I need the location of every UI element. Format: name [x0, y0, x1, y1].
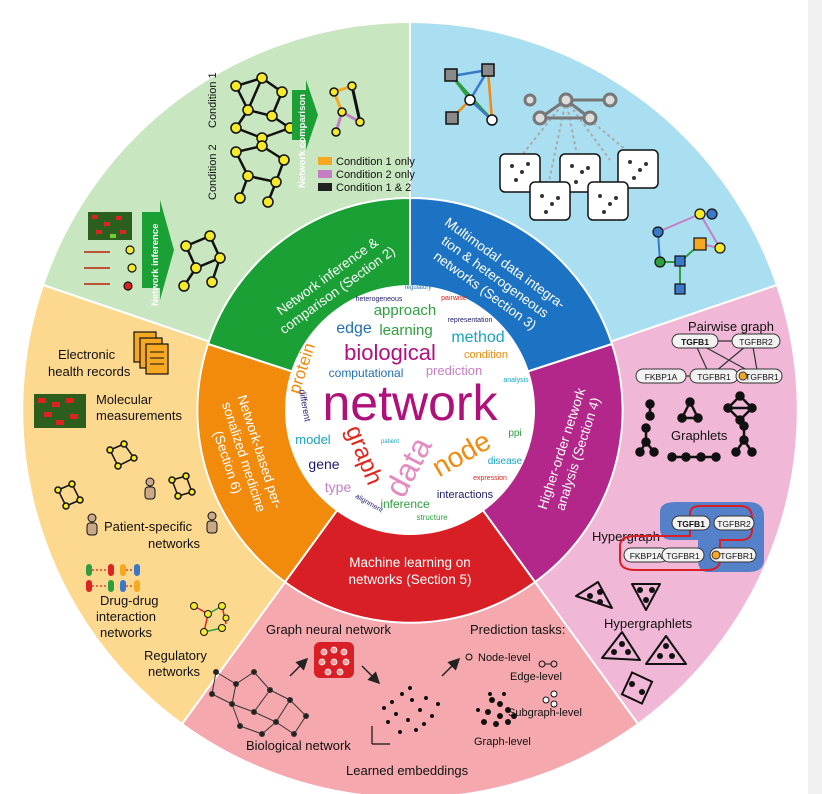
word-learning: learning	[379, 322, 432, 339]
label-pairwise-graph: Pairwise graph	[688, 319, 774, 334]
embedding-scatter	[382, 686, 440, 734]
legend-condition-both: Condition 1 & 2	[336, 182, 411, 194]
comparison-legend: Condition 1 only Condition 2 only Condit…	[318, 156, 415, 194]
label-hypergraphlets: Hypergraphlets	[604, 616, 693, 631]
label-molecular-line2: measurements	[96, 408, 182, 423]
medicine-panel: Electronic health records Molecular meas…	[34, 331, 230, 679]
dna-icons	[84, 251, 110, 285]
center-circle	[285, 285, 535, 535]
word-regulatory: regulatory	[405, 285, 432, 291]
label-ehr-line2: health records	[48, 364, 131, 379]
word-disease: disease	[488, 456, 523, 467]
legend-condition2-only: Condition 2 only	[336, 169, 415, 181]
comparison-arrow	[292, 80, 318, 150]
word-ppi: ppi	[508, 428, 521, 439]
label-graph-level: Graph-level	[474, 736, 531, 748]
word-gene: gene	[308, 456, 339, 472]
label-gnn: Graph neural network	[266, 622, 392, 637]
word-pairwise: pairwise	[441, 295, 467, 302]
module-boxes	[499, 149, 659, 221]
label-prediction-tasks: Prediction tasks:	[470, 622, 565, 637]
title-ml-line1: Machine learning on	[349, 555, 471, 570]
word-analysis: analysis	[503, 377, 529, 384]
label-graphlets: Graphlets	[671, 428, 728, 443]
label-ehr-line1: Electronic	[58, 347, 116, 362]
hyper-gene-tgfbr1-phospho: TGFBR1	[720, 551, 754, 561]
label-regulatory-line2: networks	[148, 664, 201, 679]
inference-arrow	[142, 200, 174, 300]
gene-tgfbr1-phospho: TGFBR1	[745, 372, 779, 382]
multimodal-panel	[444, 63, 726, 295]
label-ddi-line1: Drug-drug	[100, 593, 159, 608]
hyper-gene-tgfbr1: TGFBR1	[666, 551, 700, 561]
label-condition2: Condition 2	[207, 144, 219, 200]
word-network: network	[322, 375, 498, 431]
drug-icons	[86, 564, 140, 592]
right-scroll-strip	[808, 0, 822, 794]
graph-level-blob	[476, 692, 517, 727]
biological-network	[209, 669, 309, 737]
label-molecular-line1: Molecular	[96, 392, 153, 407]
condition2-nodes	[230, 140, 290, 208]
label-ddi-line3: networks	[100, 625, 153, 640]
title-ml-line2: networks (Section 5)	[348, 572, 471, 587]
word-representation: representation	[448, 317, 493, 324]
label-regulatory-line1: Regulatory	[144, 648, 207, 663]
label-subgraph-level: Subgraph-level	[508, 707, 582, 719]
word-inference: inference	[380, 497, 430, 511]
gene-fkbp1a: FKBP1A	[645, 372, 678, 382]
word-structure: structure	[416, 513, 448, 522]
word-condition: condition	[464, 349, 508, 361]
label-network-comparison: Network comparison	[297, 94, 308, 188]
patient-networks	[54, 440, 196, 510]
small-networks-icon	[123, 245, 137, 291]
label-condition1: Condition 1	[207, 72, 219, 128]
label-node-level: Node-level	[478, 652, 531, 664]
label-patient-line2: networks	[148, 536, 201, 551]
label-biological-network: Biological network	[246, 738, 351, 753]
word-heterogeneous: heterogeneous	[356, 296, 403, 303]
word-expression: expression	[473, 475, 507, 482]
legend-condition1-only: Condition 1 only	[336, 156, 415, 168]
molecular-heatmap-icon	[34, 394, 86, 428]
ml-panel: Graph neural network Prediction tasks: N…	[209, 622, 582, 778]
label-network-inference: Network inference	[150, 224, 161, 306]
inference-panel: Condition 1 Condition 2 Network comparis…	[84, 72, 415, 306]
gene-tgfb1: TGFB1	[681, 337, 709, 347]
label-edge-level: Edge-level	[510, 671, 562, 683]
label-ddi-line2: interaction	[96, 609, 156, 624]
inferred-network	[178, 230, 226, 292]
word-type: type	[325, 479, 352, 495]
inner-ring	[196, 196, 624, 624]
word-model: model	[295, 432, 331, 447]
graphlets	[635, 391, 757, 462]
hypergraphlets	[575, 581, 687, 705]
hyper-gene-fkbp1a: FKBP1A	[630, 551, 663, 561]
expression-matrix-icon	[88, 212, 132, 240]
patient-icons	[86, 477, 218, 536]
label-patient-line1: Patient-specific	[104, 519, 193, 534]
word-computational: computational	[329, 366, 404, 380]
word-method: method	[451, 329, 504, 346]
gene-tgfbr2: TGFBR2	[739, 337, 773, 347]
word-biological: biological	[344, 340, 436, 365]
word-interactions: interactions	[437, 489, 494, 501]
word-prediction: prediction	[426, 363, 482, 378]
word-edge: edge	[336, 320, 372, 337]
hyper-gene-tgfb1: TGFB1	[677, 519, 705, 529]
gene-tgfbr1: TGFBR1	[697, 372, 731, 382]
hyper-gene-tgfbr2: TGFBR2	[717, 519, 751, 529]
word-approach: approach	[374, 302, 437, 319]
higher-order-panel: Pairwise graph TGFB1 TGFBR2 FKBP1A TGFBR…	[575, 319, 783, 705]
label-learned-embeddings: Learned embeddings	[346, 763, 469, 778]
word-patient: patient	[381, 439, 399, 445]
